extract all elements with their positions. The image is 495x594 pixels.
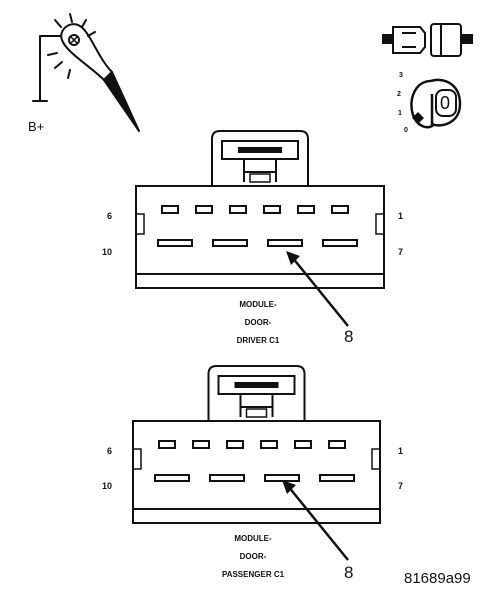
ignition-position-2: 2 — [397, 91, 401, 98]
ignition-key-icon — [410, 78, 462, 129]
passenger-body — [132, 420, 381, 524]
passenger-cavity-upper — [226, 440, 244, 449]
passenger-callout-arrow — [287, 485, 349, 561]
passenger-cavity-upper — [192, 440, 210, 449]
passenger-caption-line-1: MODULE- — [234, 534, 272, 543]
passenger-caption-line-2: DOOR- — [239, 552, 267, 561]
connector-module-door-passenger-c1 — [132, 365, 381, 561]
driver-cavity-lower — [267, 239, 303, 247]
driver-caption-line-1: MODULE- — [239, 300, 277, 309]
passenger-cavity-lower — [154, 474, 190, 482]
driver-pin-7-label: 7 — [398, 247, 404, 257]
passenger-cavity-upper — [158, 440, 176, 449]
ignition-key-label: 0 — [440, 93, 451, 113]
passenger-left-notch — [133, 448, 142, 470]
connector-module-door-driver-c1 — [135, 130, 385, 327]
driver-left-notch — [136, 213, 145, 235]
driver-latch-bar — [238, 147, 282, 153]
driver-cavity-upper — [195, 205, 213, 214]
driver-cavity-upper — [297, 205, 315, 214]
driver-latch-arm — [243, 159, 277, 182]
driver-pin-1-label: 1 — [398, 211, 404, 221]
passenger-caption-line-3: PASSENGER C1 — [221, 570, 285, 579]
passenger-callout-arrowhead — [282, 480, 296, 494]
driver-body — [135, 185, 385, 289]
passenger-pin-6-label: 6 — [107, 446, 113, 456]
driver-cavity-upper — [263, 205, 281, 214]
driver-latch-button — [249, 173, 271, 183]
b-plus-label: B+ — [28, 119, 45, 134]
passenger-latch-bar — [234, 382, 279, 388]
passenger-cavity-upper — [328, 440, 346, 449]
connector-disconnect-icon — [382, 23, 473, 57]
ignition-position-1: 1 — [398, 110, 402, 117]
driver-cavity-upper — [229, 205, 247, 214]
passenger-right-notch — [371, 448, 380, 470]
driver-cavity-upper — [161, 205, 179, 214]
passenger-latch-arm — [239, 394, 274, 417]
driver-cavity-lower — [157, 239, 193, 247]
driver-right-notch — [375, 213, 384, 235]
driver-callout-arrow — [291, 256, 349, 327]
driver-pin-6-label: 6 — [107, 211, 113, 221]
driver-pin-callout: 8 — [344, 327, 354, 346]
passenger-pin-callout: 8 — [344, 563, 354, 582]
passenger-latch-button — [245, 408, 268, 418]
passenger-cavity-upper — [260, 440, 278, 449]
driver-pin-10-label: 10 — [102, 247, 113, 257]
passenger-cavity-lower — [264, 474, 300, 482]
driver-cavity-upper — [331, 205, 349, 214]
driver-caption-line-3: DRIVER C1 — [236, 336, 280, 345]
driver-callout-arrowhead — [286, 251, 300, 265]
driver-cavity-lower — [322, 239, 358, 247]
passenger-pin-1-label: 1 — [398, 446, 404, 456]
figure-id: 81689a99 — [404, 570, 471, 587]
passenger-pin-7-label: 7 — [398, 481, 404, 491]
driver-caption-line-2: DOOR- — [244, 318, 272, 327]
passenger-cavity-upper — [294, 440, 312, 449]
ignition-position-3: 3 — [399, 72, 403, 79]
test-light-probe-icon — [32, 13, 140, 132]
passenger-pin-10-label: 10 — [102, 481, 113, 491]
ignition-position-0: 0 — [404, 127, 408, 134]
driver-cavity-lower — [212, 239, 248, 247]
passenger-cavity-lower — [319, 474, 355, 482]
passenger-cavity-lower — [209, 474, 245, 482]
